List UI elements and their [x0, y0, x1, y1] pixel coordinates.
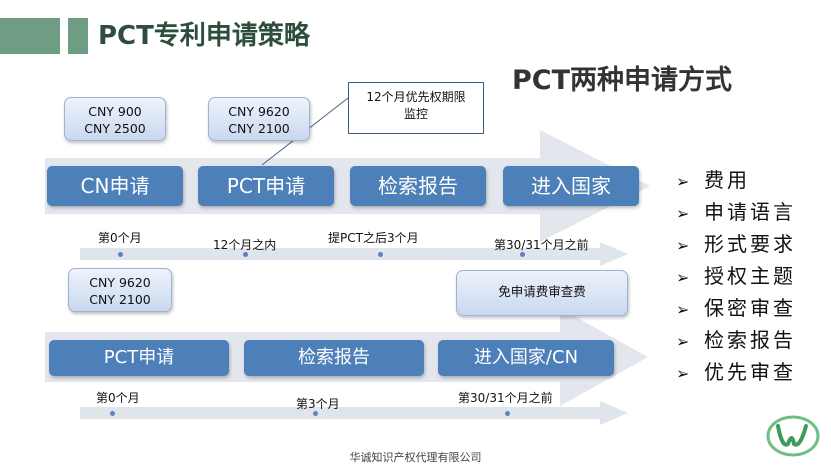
route1-time-label: 提PCT之后3个月 — [328, 231, 419, 245]
route2-time-label: 第3个月 — [296, 397, 340, 411]
route1-step-search-report: 检索报告 — [350, 166, 486, 206]
route1-step-cn-application: CN申请 — [47, 166, 183, 206]
list-item: ➢ 保密审查 — [676, 293, 796, 325]
list-item: ➢ 授权主题 — [676, 261, 796, 293]
title-accent-bar — [0, 18, 60, 54]
cost-line: CNY 2500 — [84, 121, 146, 136]
timeline-dot — [378, 252, 383, 257]
list-item-label: 优先审查 — [704, 360, 796, 384]
route1-step-pct-application: PCT申请 — [198, 166, 334, 206]
route2-time-label: 第30/31个月之前 — [458, 391, 553, 405]
timeline-dot — [110, 411, 115, 416]
list-item: ➢ 形式要求 — [676, 229, 796, 261]
list-item-label: 申请语言 — [704, 200, 796, 224]
list-item-label: 检索报告 — [704, 328, 796, 352]
list-item-label: 形式要求 — [704, 232, 796, 256]
chevron-right-icon: ➢ — [676, 332, 690, 351]
route1-time-label: 12个月之内 — [213, 238, 277, 252]
title-accent-bar-small — [68, 18, 88, 54]
topic-list: ➢ 费用 ➢ 申请语言 ➢ 形式要求 ➢ 授权主题 ➢ 保密审查 ➢ 检索报告 ➢ 优先审查 — [676, 165, 796, 389]
callout-line: 12个月优先权期限 — [366, 90, 466, 104]
cost-line: CNY 9620 — [89, 275, 151, 290]
route2-timeline-arrow — [80, 401, 628, 425]
list-item-label: 授权主题 — [704, 264, 796, 288]
route1-timeline-arrow — [80, 242, 628, 266]
route1-time-label: 第30/31个月之前 — [494, 238, 589, 252]
chevron-right-icon: ➢ — [676, 236, 690, 255]
route1-time-label: 第0个月 — [98, 231, 142, 245]
chevron-right-icon: ➢ — [676, 204, 690, 223]
cost-line: CNY 900 — [88, 104, 142, 119]
route1-big-arrow — [45, 130, 650, 242]
chevron-right-icon: ➢ — [676, 172, 690, 191]
timeline-dot — [118, 252, 123, 257]
list-item: ➢ 优先审查 — [676, 357, 796, 389]
route1-cost-box-cn: CNY 900 CNY 2500 — [64, 97, 166, 141]
list-item-label: 保密审查 — [704, 296, 796, 320]
route2-step-search-report: 检索报告 — [244, 340, 424, 376]
route1-cost-box-pct: CNY 9620 CNY 2100 — [208, 97, 310, 141]
callout-line: 监控 — [403, 107, 428, 121]
route2-fee-exempt-box: 免申请费审查费 — [456, 270, 628, 316]
list-item-label: 费用 — [704, 168, 750, 192]
company-footer: 华诚知识产权代理有限公司 — [349, 451, 482, 464]
route1-step-national-entry: 进入国家 — [503, 166, 639, 206]
route2-cost-box-pct: CNY 9620 CNY 2100 — [68, 268, 172, 312]
list-item: ➢ 检索报告 — [676, 325, 796, 357]
chevron-right-icon: ➢ — [676, 364, 690, 383]
route2-step-national-entry: 进入国家/CN — [438, 340, 614, 376]
timeline-dot — [505, 411, 510, 416]
route2-time-label: 第0个月 — [96, 391, 140, 405]
cost-line: CNY 2100 — [228, 121, 290, 136]
chevron-right-icon: ➢ — [676, 268, 690, 287]
timeline-dot — [243, 252, 248, 257]
section-subtitle: PCT两种申请方式 — [512, 65, 733, 96]
priority-callout: 12个月优先权期限 监控 — [348, 82, 484, 134]
timeline-dot — [520, 252, 525, 257]
cost-line: CNY 2100 — [89, 292, 151, 307]
cost-line: CNY 9620 — [228, 104, 290, 119]
list-item: ➢ 费用 — [676, 165, 796, 197]
timeline-dot — [313, 411, 318, 416]
list-item: ➢ 申请语言 — [676, 197, 796, 229]
company-logo-icon — [766, 415, 820, 457]
chevron-right-icon: ➢ — [676, 300, 690, 319]
route2-step-pct-application: PCT申请 — [49, 340, 229, 376]
page-title: PCT专利申请策略 — [98, 21, 310, 51]
